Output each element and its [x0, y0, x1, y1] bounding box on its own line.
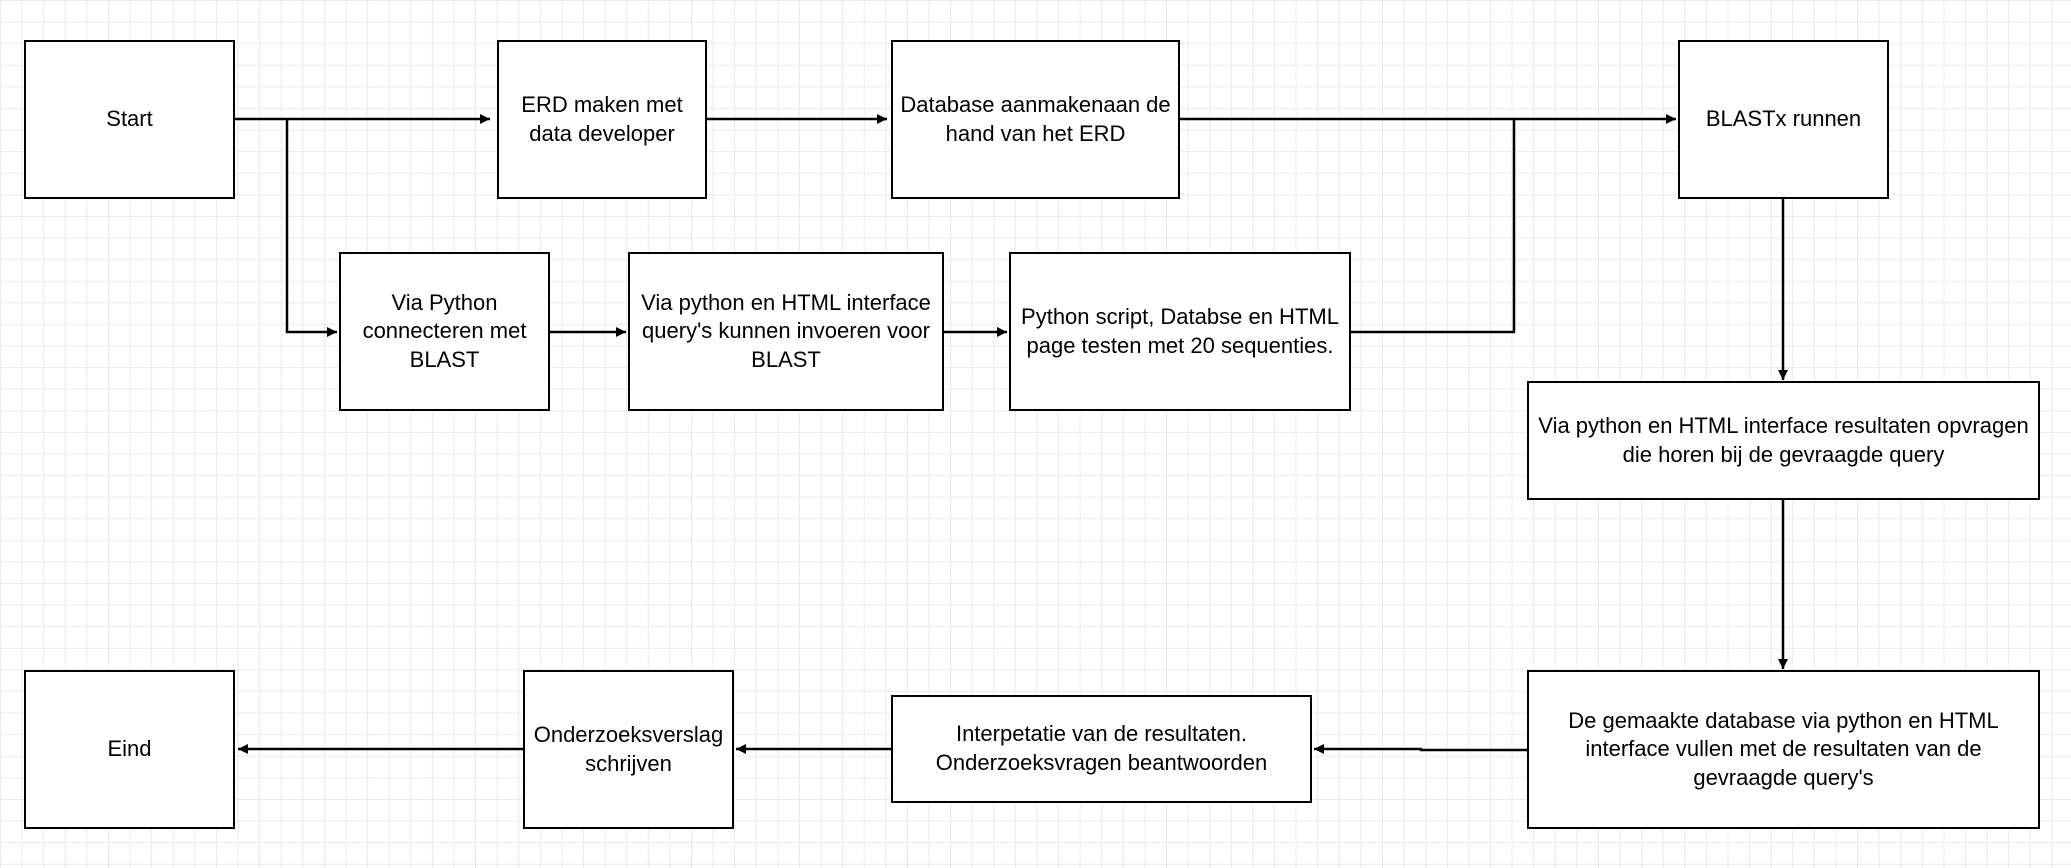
- node-report-label: Onderzoeksverslag schrijven: [533, 721, 724, 776]
- node-blastx-label: BLASTx runnen: [1705, 106, 1862, 132]
- node-interpret-label: Interpetatie van de resultaten. Onderzoe…: [935, 721, 1268, 775]
- node-start[interactable]: Start: [24, 40, 235, 199]
- edge-start-to-python-blast: [285, 119, 337, 337]
- node-report[interactable]: Onderzoeksverslag schrijven: [523, 670, 734, 829]
- node-query-input[interactable]: Via python en HTML interface query's kun…: [628, 252, 944, 411]
- node-database-label: Database aanmakenaan de hand van het ERD: [900, 91, 1171, 146]
- node-test-label: Python script, Databse en HTML page test…: [1021, 303, 1339, 358]
- node-database[interactable]: Database aanmakenaan de hand van het ERD: [891, 40, 1180, 199]
- node-erd-label: ERD maken met data developer: [521, 91, 683, 146]
- edge-fill-db-to-interpret: [1314, 744, 1527, 754]
- node-end-label: Eind: [107, 736, 152, 762]
- node-end[interactable]: Eind: [24, 670, 235, 829]
- node-test[interactable]: Python script, Databse en HTML page test…: [1009, 252, 1351, 411]
- node-results-label: Via python en HTML interface resultaten …: [1538, 412, 2029, 467]
- node-python-blast-label: Via Python connecteren met BLAST: [362, 289, 527, 372]
- node-python-blast[interactable]: Via Python connecteren met BLAST: [339, 252, 550, 411]
- node-blastx[interactable]: BLASTx runnen: [1678, 40, 1889, 199]
- edge-test-to-blastx: [1351, 119, 1516, 334]
- node-start-label: Start: [106, 106, 153, 132]
- node-fill-db-label: De gemaakte database via python en HTML …: [1568, 707, 1999, 790]
- node-query-input-label: Via python en HTML interface query's kun…: [641, 289, 931, 372]
- node-interpret[interactable]: Interpetatie van de resultaten. Onderzoe…: [891, 695, 1312, 803]
- node-results[interactable]: Via python en HTML interface resultaten …: [1527, 381, 2040, 500]
- node-fill-db[interactable]: De gemaakte database via python en HTML …: [1527, 670, 2040, 829]
- node-erd[interactable]: ERD maken met data developer: [497, 40, 707, 199]
